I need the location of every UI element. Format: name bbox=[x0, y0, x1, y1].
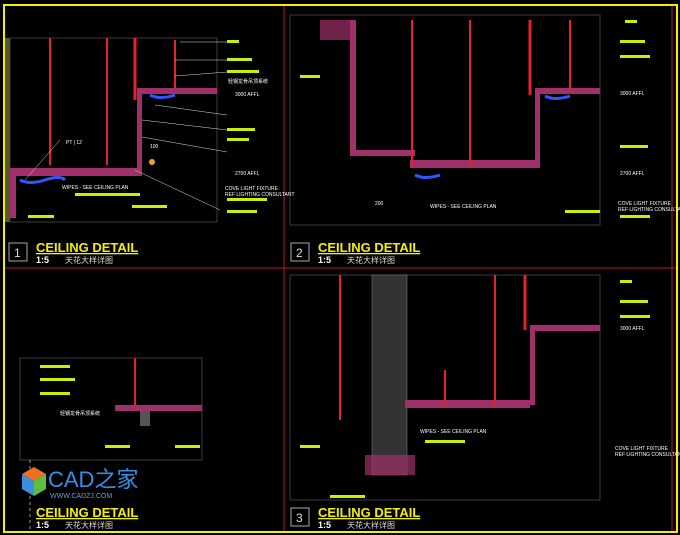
detail-number: 1 bbox=[14, 246, 21, 260]
cove-light-ref: REF LIGHTING CONSULTANT bbox=[618, 207, 680, 213]
watermark-url: WWW.CADZJ.COM bbox=[50, 493, 113, 500]
detail-subtitle: 天花大样详图 bbox=[65, 520, 113, 530]
detail-scale: 1:5 bbox=[318, 520, 331, 530]
detail-number: 3 bbox=[296, 511, 303, 525]
wipes-note: WIPES - SEE CEILING PLAN bbox=[62, 185, 129, 191]
cove-light-note: COVE LIGHT FIXTURE bbox=[618, 201, 672, 207]
detail-2-drawing: 3000 AFFL 2700 AFFL COVE LIGHT FIXTURE R… bbox=[289, 14, 680, 226]
note-cn: 轻钢龙骨吊顶系统 bbox=[60, 410, 100, 417]
detail-number: 2 bbox=[296, 246, 303, 260]
detail-title: CEILING DETAIL bbox=[36, 240, 138, 255]
detail-title: CEILING DETAIL bbox=[318, 505, 420, 520]
detail-3-drawing: 3000 AFFL COVE LIGHT FIXTURE REF LIGHTIN… bbox=[289, 274, 680, 501]
title-block-3: 3 CEILING DETAIL 1:5 天花大样详图 bbox=[290, 505, 420, 530]
watermark-brand: CAD之家 bbox=[48, 467, 139, 492]
title-block-4: CEILING DETAIL 1:5 天花大样详图 bbox=[36, 505, 138, 530]
detail-subtitle: 天花大样详图 bbox=[347, 520, 395, 530]
detail-subtitle: 天花大样详图 bbox=[65, 255, 113, 265]
drawing-frame bbox=[3, 4, 678, 533]
title-block-2: 2 CEILING DETAIL 1:5 天花大样详图 bbox=[290, 240, 420, 265]
detail-subtitle: 天花大样详图 bbox=[347, 255, 395, 265]
detail-scale: 1:5 bbox=[36, 255, 49, 265]
detail-scale: 1:5 bbox=[36, 520, 49, 530]
detail-title: CEILING DETAIL bbox=[318, 240, 420, 255]
level-3000: 3000 AFFL bbox=[235, 92, 260, 98]
note-cn: 轻钢龙骨吊顶系统 bbox=[228, 78, 268, 85]
detail-1-drawing: 轻钢龙骨吊顶系统 3000 AFFL 2700 AFFL COVE LIGHT … bbox=[5, 37, 295, 223]
dim-100: 100 bbox=[150, 144, 159, 150]
level-2700: 2700 AFFL bbox=[620, 171, 645, 177]
detail-scale: 1:5 bbox=[318, 255, 331, 265]
detail-title: CEILING DETAIL bbox=[36, 505, 138, 520]
cove-light-ref: REF LIGHTING CONSULTANT bbox=[615, 452, 680, 458]
detail-4-drawing: 轻钢龙骨吊顶系统 bbox=[19, 357, 203, 530]
tag-label: PT | 12 bbox=[66, 140, 82, 146]
cove-light-ref: REF LIGHTING CONSULTANT bbox=[225, 192, 295, 198]
watermark-logo-icon bbox=[22, 467, 46, 496]
level-3000: 3000 AFFL bbox=[620, 326, 645, 332]
cove-light-note: COVE LIGHT FIXTURE bbox=[225, 186, 279, 192]
level-2700: 2700 AFFL bbox=[235, 171, 260, 177]
level-3000: 3000 AFFL bbox=[620, 91, 645, 97]
title-block-1: 1 CEILING DETAIL 1:5 天花大样详图 bbox=[8, 240, 138, 265]
wipes-note: WIPES - SEE CEILING PLAN bbox=[420, 429, 487, 435]
dim-200: 200 bbox=[375, 201, 384, 207]
cove-light-note: COVE LIGHT FIXTURE bbox=[615, 446, 669, 452]
wipes-note: WIPES - SEE CEILING PLAN bbox=[430, 204, 497, 210]
